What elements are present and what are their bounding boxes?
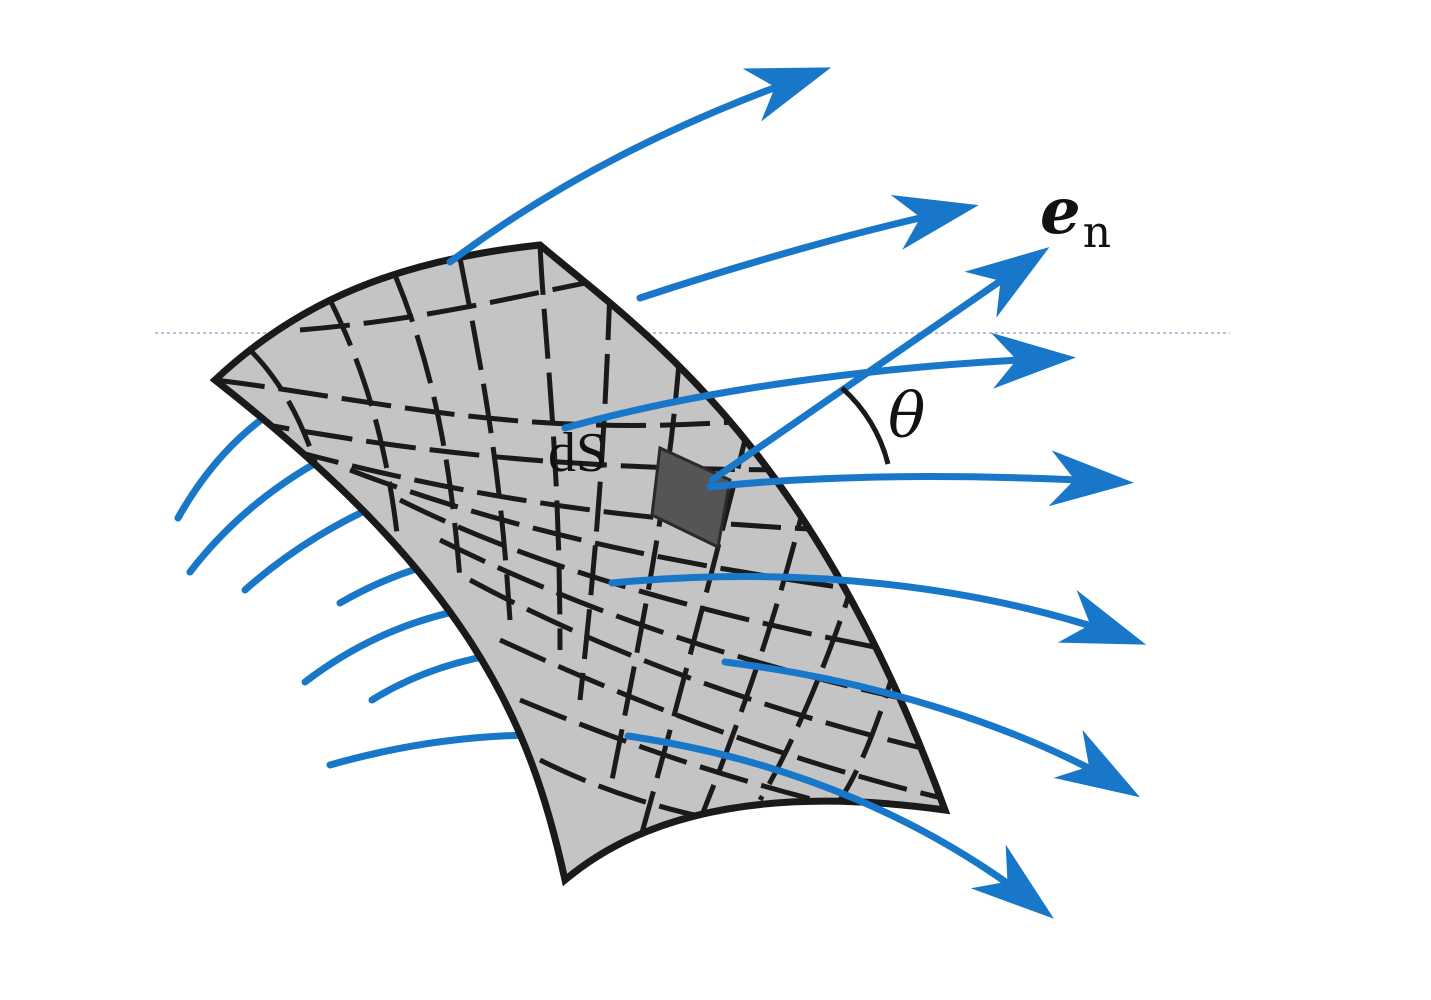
mesh-line (537, 245, 563, 651)
field-line-arrow (636, 194, 979, 302)
mesh-line (457, 257, 513, 621)
mesh-line (215, 377, 761, 428)
area-element-patch (650, 445, 732, 550)
mesh-line (607, 349, 683, 791)
mesh-line (327, 298, 403, 561)
angle-label: θ (888, 379, 926, 452)
normal-vector-subscript: n (1082, 207, 1112, 258)
area-element-label: dS (548, 422, 608, 484)
field-line-arrow (608, 573, 1147, 645)
normal-vector-label: en (1040, 180, 1111, 255)
field-line-arrow (446, 67, 832, 266)
field-lines-outgoing (446, 67, 1147, 919)
angle-arc (840, 386, 891, 465)
normal-vector-arrow (708, 247, 1050, 484)
mesh-line (637, 419, 753, 841)
mesh-line (498, 637, 945, 803)
field-line-arrow (624, 732, 1054, 919)
mesh-line (289, 447, 831, 533)
mesh-line (577, 289, 613, 701)
mesh-line (349, 467, 861, 593)
mesh-line (392, 274, 463, 581)
field-line-arrow (721, 658, 1140, 798)
field-line-arrow (561, 332, 1076, 432)
curved-surface (215, 245, 945, 880)
field-line-arrow (706, 450, 1134, 507)
field-line-incoming (326, 731, 544, 769)
normal-vector-symbol: e (1040, 174, 1081, 249)
